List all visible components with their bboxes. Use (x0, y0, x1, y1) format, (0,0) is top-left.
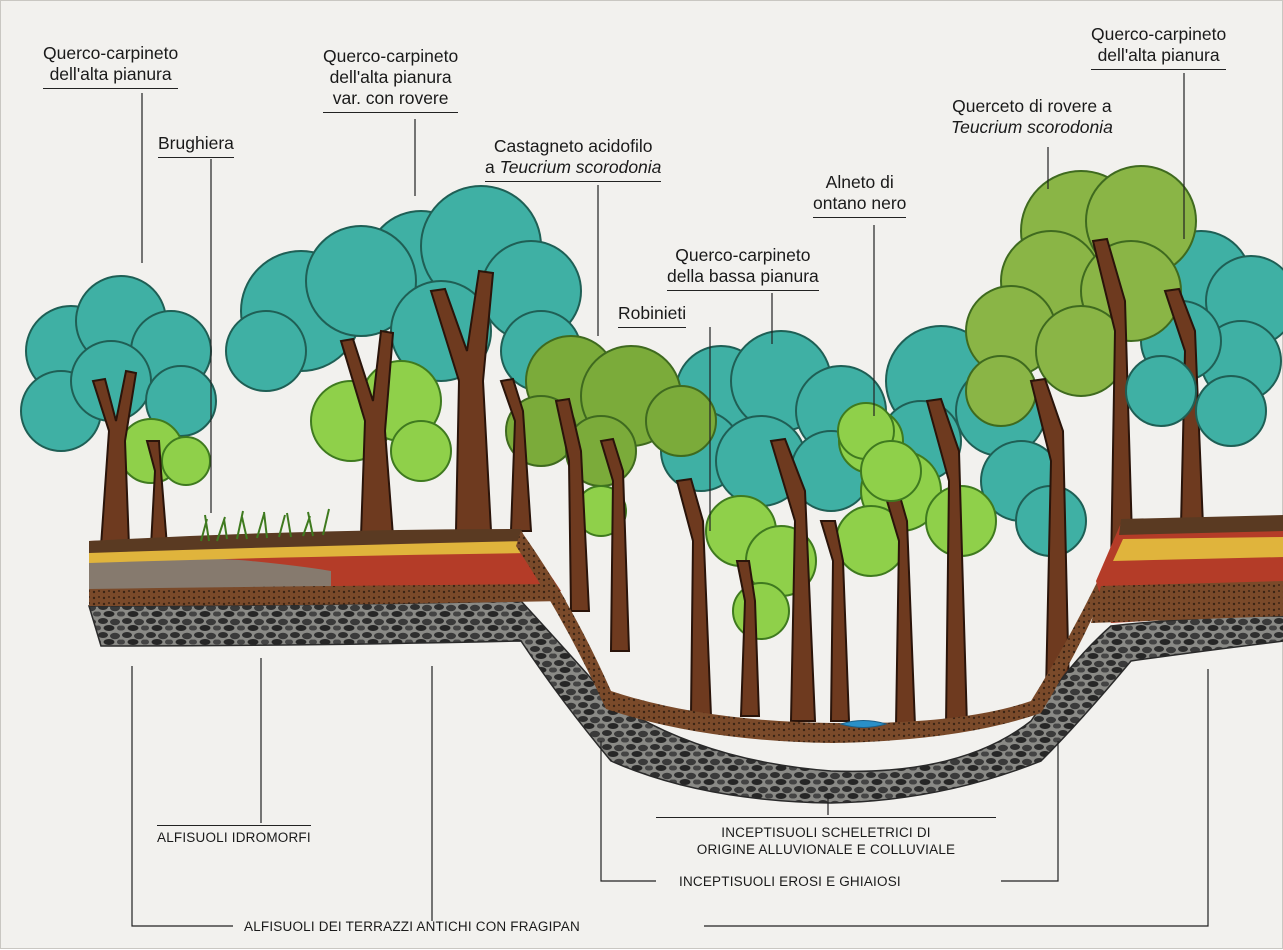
label-querco-carpineto-bassa: Querco-carpineto della bassa pianura (667, 245, 819, 291)
species-name: Teucrium scorodonia (951, 117, 1113, 137)
label-line: INCEPTISUOLI SCHELETRICI DI (656, 824, 996, 841)
label-line: Robinieti (618, 303, 686, 328)
label-querco-carpineto-alta-right: Querco-carpineto dell'alta pianura (1091, 24, 1226, 70)
label-line: ontano nero (813, 193, 906, 218)
label-line: ALFISUOLI IDROMORFI (157, 830, 311, 845)
label-inceptisuoli-scheletrici: INCEPTISUOLI SCHELETRICI DI ORIGINE ALLU… (656, 817, 996, 858)
label-querco-carpineto-rovere: Querco-carpineto dell'alta pianura var. … (323, 46, 458, 113)
label-line: Querco-carpineto (1091, 24, 1226, 45)
label-line: Querceto di rovere a (951, 96, 1113, 117)
label-brughiera: Brughiera (158, 133, 234, 158)
label-prefix: a (485, 157, 500, 177)
label-alfisuoli-terrazzi: ALFISUOLI DEI TERRAZZI ANTICHI CON FRAGI… (244, 918, 580, 935)
label-line: della bassa pianura (667, 266, 819, 291)
label-line: Querco-carpineto (43, 43, 178, 64)
label-querceto-rovere: Querceto di rovere a Teucrium scorodonia (951, 96, 1113, 138)
label-robinieti: Robinieti (618, 303, 686, 328)
label-line: dell'alta pianura (43, 64, 178, 89)
label-line: Brughiera (158, 133, 234, 158)
label-line: Querco-carpineto (667, 245, 819, 266)
label-line: a Teucrium scorodonia (485, 157, 661, 182)
label-line: dell'alta pianura (323, 67, 458, 88)
label-inceptisuoli-erosi: INCEPTISUOLI EROSI E GHIAIOSI (679, 873, 901, 890)
label-line: var. con rovere (323, 88, 458, 113)
label-line: ORIGINE ALLUVIONALE E COLLUVIALE (656, 841, 996, 858)
label-line: Castagneto acidofilo (485, 136, 661, 157)
label-line: Querco-carpineto (323, 46, 458, 67)
label-castagneto-acidofilo: Castagneto acidofilo a Teucrium scorodon… (485, 136, 661, 182)
label-querco-carpineto-alta-left: Querco-carpineto dell'alta pianura (43, 43, 178, 89)
label-alneto: Alneto di ontano nero (813, 172, 906, 218)
label-line: ALFISUOLI DEI TERRAZZI ANTICHI CON FRAGI… (244, 919, 580, 934)
label-line: INCEPTISUOLI EROSI E GHIAIOSI (679, 874, 901, 889)
species-name: Teucrium scorodonia (500, 157, 662, 177)
label-line: dell'alta pianura (1091, 45, 1226, 70)
label-alfisuoli-idromorfi: ALFISUOLI IDROMORFI (157, 825, 311, 846)
label-line: Alneto di (813, 172, 906, 193)
soil-profile (89, 515, 1283, 803)
